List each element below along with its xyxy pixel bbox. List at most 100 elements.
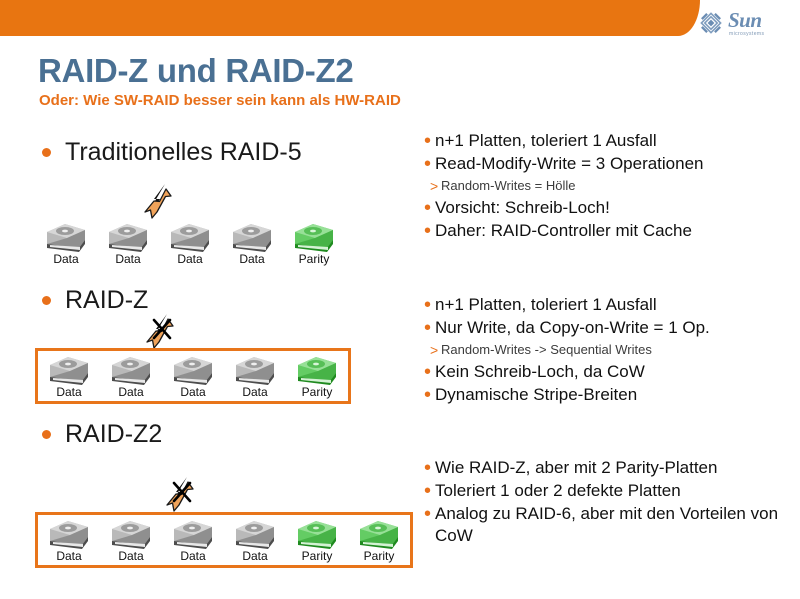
bullet-item: • n+1 Platten, toleriert 1 Ausfall (424, 294, 800, 316)
disk-icon-data (236, 357, 274, 385)
disk-icon-data (174, 357, 212, 385)
disk-icon-data (236, 521, 274, 549)
disk-icon-parity (295, 224, 333, 252)
disk-icon-data (50, 521, 88, 549)
header-orange-bar (0, 0, 700, 36)
bullet-dot-icon: • (424, 220, 432, 242)
disk-cell: Parity (283, 222, 345, 266)
sub-bullet-text: Random-Writes = Hölle (441, 178, 576, 193)
bullet-item: • Daher: RAID-Controller mit Cache (424, 220, 800, 242)
notes-block-raidz2: • Wie RAID-Z, aber mit 2 Parity-Platten … (424, 457, 800, 548)
disk-cell: Data (221, 222, 283, 266)
disk-cell: Data (38, 519, 100, 563)
bullet-dot-icon: • (424, 130, 432, 152)
disk-array-raid5: Data Data Data (35, 222, 345, 266)
bolt-strike-blocked-icon (166, 477, 194, 512)
diagram-column: Traditionelles RAID-5 Data (0, 120, 420, 590)
chevron-right-icon: > (430, 178, 439, 194)
disk-cell: Parity (348, 519, 410, 563)
bullet-dot-icon: • (424, 294, 432, 316)
disk-label: Data (239, 252, 265, 266)
disk-cell: Data (100, 519, 162, 563)
sun-wordmark: Sun microsystems (728, 7, 765, 37)
sun-wordmark-text: Sun (728, 7, 762, 32)
bullet-text: Read-Modify-Write = 3 Operationen (435, 154, 704, 173)
bolt-strike-blocked-icon (146, 314, 174, 349)
disk-icon-data (233, 224, 271, 252)
disk-label: Data (242, 549, 268, 563)
bullet-text: Vorsicht: Schreib-Loch! (435, 198, 610, 217)
bullet-text: Kein Schreib-Loch, da CoW (435, 362, 645, 381)
bullet-text: Analog zu RAID-6, aber mit den Vorteilen… (435, 504, 779, 545)
bullet-text: Nur Write, da Copy-on-Write = 1 Op. (435, 318, 710, 337)
sun-logo: Sun microsystems (698, 8, 788, 38)
section-label: RAID-Z2 (65, 420, 163, 448)
disk-cell: Parity (286, 355, 348, 399)
disk-cell: Data (97, 222, 159, 266)
disk-cell: Parity (286, 519, 348, 563)
bullet-dot-icon: • (424, 503, 432, 525)
bullet-item: • Vorsicht: Schreib-Loch! (424, 197, 800, 219)
bullet-text: Daher: RAID-Controller mit Cache (435, 221, 692, 240)
disk-label: Data (56, 385, 82, 399)
bullet-item: • Read-Modify-Write = 3 Operationen (424, 153, 800, 175)
notes-block-raidz: • n+1 Platten, toleriert 1 Ausfall • Nur… (424, 294, 800, 407)
notes-column: • n+1 Platten, toleriert 1 Ausfall • Rea… (424, 0, 800, 599)
bullet-item: • n+1 Platten, toleriert 1 Ausfall (424, 130, 800, 152)
bullet-dot-icon: • (424, 361, 432, 383)
disk-label: Data (56, 549, 82, 563)
section-label: RAID-Z (65, 286, 149, 314)
disk-label: Data (180, 549, 206, 563)
disk-icon-data (171, 224, 209, 252)
bullet-item: • Analog zu RAID-6, aber mit den Vorteil… (424, 503, 800, 547)
disk-label: Parity (298, 252, 330, 266)
disk-cell: Data (224, 519, 286, 563)
bullet-item: • Wie RAID-Z, aber mit 2 Parity-Platten (424, 457, 800, 479)
section-heading-raidz: RAID-Z (42, 286, 148, 315)
disk-cell: Data (35, 222, 97, 266)
section-bullet-icon (42, 296, 51, 305)
section-label: Traditionelles RAID-5 (65, 138, 302, 166)
disk-label: Data (242, 385, 268, 399)
disk-cell: Data (162, 355, 224, 399)
sub-bullet-text: Random-Writes -> Sequential Writes (441, 342, 652, 357)
disk-cell: Data (100, 355, 162, 399)
bullet-item: • Dynamische Stripe-Breiten (424, 384, 800, 406)
disk-label: Parity (363, 549, 395, 563)
section-bullet-icon (42, 430, 51, 439)
disk-icon-parity (298, 357, 336, 385)
section-heading-raidz2: RAID-Z2 (42, 420, 162, 449)
disk-icon-parity (360, 521, 398, 549)
section-bullet-icon (42, 148, 51, 157)
page-subtitle: Oder: Wie SW-RAID besser sein kann als H… (39, 92, 401, 109)
bullet-dot-icon: • (424, 457, 432, 479)
bullet-text: n+1 Platten, toleriert 1 Ausfall (435, 131, 657, 150)
sun-tagline-text: microsystems (729, 30, 765, 37)
disk-label: Data (115, 252, 141, 266)
disk-icon-data (50, 357, 88, 385)
bullet-dot-icon: • (424, 317, 432, 339)
page-title: RAID-Z und RAID-Z2 (38, 52, 354, 89)
bullet-dot-icon: • (424, 384, 432, 406)
bullet-item: • Nur Write, da Copy-on-Write = 1 Op. (424, 317, 800, 339)
bullet-dot-icon: • (424, 480, 432, 502)
bullet-item: • Kein Schreib-Loch, da CoW (424, 361, 800, 383)
disk-cell: Data (224, 355, 286, 399)
disk-cell: Data (159, 222, 221, 266)
disk-icon-parity (298, 521, 336, 549)
sub-bullet-item: > Random-Writes = Hölle (424, 176, 800, 196)
disk-icon-data (47, 224, 85, 252)
disk-label: Data (118, 549, 144, 563)
section-heading-raid5: Traditionelles RAID-5 (42, 138, 302, 167)
bullet-text: Dynamische Stripe-Breiten (435, 385, 638, 404)
bullet-text: Toleriert 1 oder 2 defekte Platten (435, 481, 681, 500)
disk-label: Data (177, 252, 203, 266)
chevron-right-icon: > (430, 342, 439, 358)
disk-icon-data (109, 224, 147, 252)
disk-cell: Data (162, 519, 224, 563)
disk-label: Parity (301, 385, 333, 399)
disk-label: Data (53, 252, 79, 266)
sun-diamond-icon (700, 12, 722, 34)
disk-cell: Data (38, 355, 100, 399)
bullet-text: Wie RAID-Z, aber mit 2 Parity-Platten (435, 458, 718, 477)
